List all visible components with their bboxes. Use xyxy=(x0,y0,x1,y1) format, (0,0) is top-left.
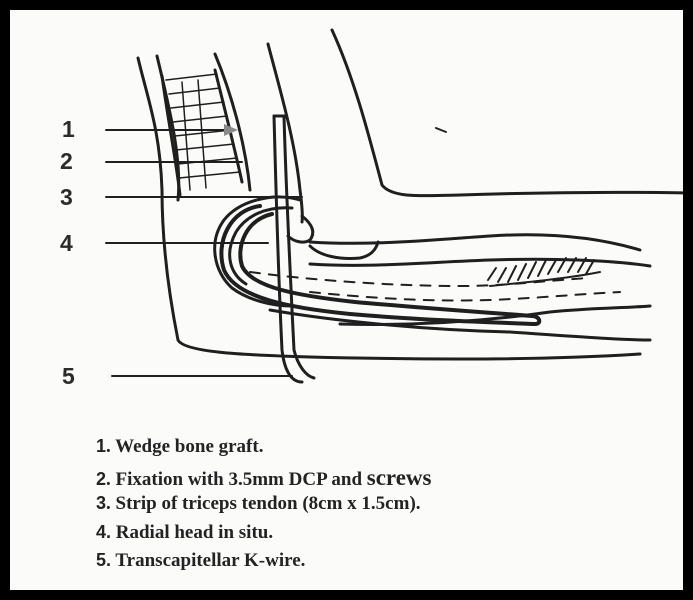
stray-mark xyxy=(436,128,446,132)
legend-number: 3 xyxy=(96,493,106,513)
legend-item-triceps-tendon: 3. Strip of triceps tendon (8cm x 1.5cm)… xyxy=(96,493,432,522)
humerus-shaft-line xyxy=(215,54,250,190)
callout-4: 4 xyxy=(60,232,73,255)
upper-arm-skin-line xyxy=(332,30,690,196)
legend-item-dcp-fixation: 2. Fixation with 3.5mm DCP and screws xyxy=(96,465,432,494)
forearm-upper-inner xyxy=(310,259,650,266)
legend-item-k-wire: 5. Transcapitellar K-wire. xyxy=(96,550,432,579)
callout-1: 1 xyxy=(62,118,75,141)
legend-text: Radial head in situ. xyxy=(111,522,273,543)
legend-item-wedge-bone-graft: 1. Wedge bone graft. xyxy=(96,436,432,465)
legend-number: 1 xyxy=(96,436,106,456)
legend-text-screws: screws xyxy=(367,465,432,490)
callout-3: 3 xyxy=(60,186,73,209)
legend-number: 2 xyxy=(96,469,106,489)
olecranon-hook xyxy=(288,216,313,242)
legend-item-radial-head: 4. Radial head in situ. xyxy=(96,522,432,551)
callout-2: 2 xyxy=(60,150,73,173)
legend-text: . Wedge bone graft. xyxy=(106,436,263,457)
callout-5: 5 xyxy=(62,365,75,388)
forearm-top-line xyxy=(310,235,640,250)
legend-number: 4. xyxy=(96,522,111,542)
forearm-bottom-line xyxy=(270,310,650,340)
legend-text: Transcapitellar K-wire. xyxy=(111,550,305,571)
legend-text: . Fixation with 3.5mm DCP and xyxy=(106,469,367,490)
legend-number: 5. xyxy=(96,550,111,570)
legend: 1. Wedge bone graft. 2. Fixation with 3.… xyxy=(96,436,432,579)
legend-text: . Strip of triceps tendon (8cm x 1.5cm). xyxy=(106,493,421,514)
